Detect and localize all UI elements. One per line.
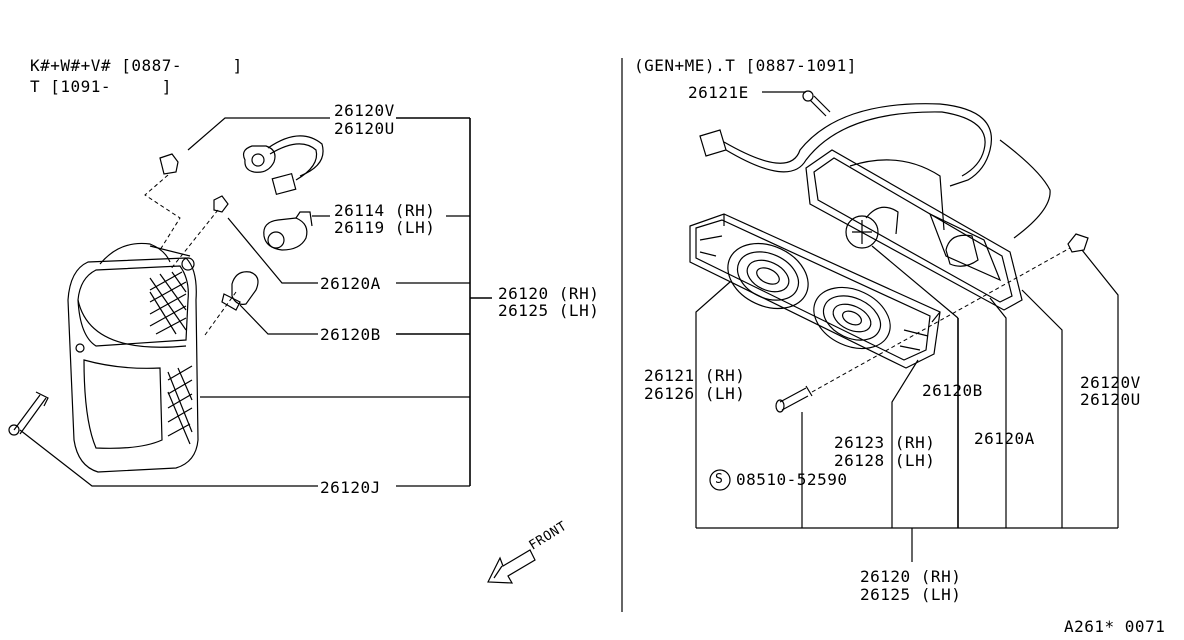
right-part-26120A: 26120A — [974, 429, 1035, 448]
left-small-parts — [8, 135, 324, 436]
right-bottom-bracket — [695, 91, 1119, 562]
side-marker-lamp-drawing — [67, 242, 199, 473]
left-leaders — [19, 117, 330, 487]
right-part-26128-lh: 26128 (LH) — [834, 451, 936, 470]
right-part-26126-lh: 26126 (LH) — [644, 384, 746, 403]
tail-lamp-drawing — [689, 90, 1089, 413]
left-part-26120J: 26120J — [320, 478, 381, 497]
screw-symbol-circle — [709, 469, 731, 491]
left-part-26120B: 26120B — [320, 325, 381, 344]
right-part-26120-rh: 26120 (RH) — [860, 567, 962, 586]
front-arrow-icon — [487, 549, 536, 584]
left-part-26120U: 26120U — [334, 119, 395, 138]
right-part-08510-52590: 08510-52590 — [736, 470, 848, 489]
right-part-26125-lh: 26125 (LH) — [860, 585, 962, 604]
left-part-26125-lh: 26125 (LH) — [498, 301, 600, 320]
left-header-line2: T [1091- ] — [30, 77, 172, 96]
left-part-26120A: 26120A — [320, 274, 381, 293]
screw-symbol: S — [715, 472, 724, 487]
left-part-26120-rh: 26120 (RH) — [498, 284, 600, 303]
right-header: (GEN+ME).T [0887-1091] — [634, 56, 857, 75]
left-header-line1: K#+W#+V# [0887- ] — [30, 56, 243, 75]
left-bracket — [200, 117, 492, 487]
right-part-26120B: 26120B — [922, 381, 983, 400]
left-part-26119: 26119 (LH) — [334, 218, 436, 237]
footer-code: A261* 0071 — [1064, 617, 1166, 636]
right-part-26120U: 26120U — [1080, 390, 1141, 409]
right-part-26121E: 26121E — [688, 83, 749, 102]
right-part-26120V: 26120V — [1080, 373, 1141, 392]
right-part-26121-rh: 26121 (RH) — [644, 366, 746, 385]
left-part-26120V: 26120V — [334, 101, 395, 120]
right-part-26123-rh: 26123 (RH) — [834, 433, 936, 452]
left-part-26114: 26114 (RH) — [334, 201, 436, 220]
